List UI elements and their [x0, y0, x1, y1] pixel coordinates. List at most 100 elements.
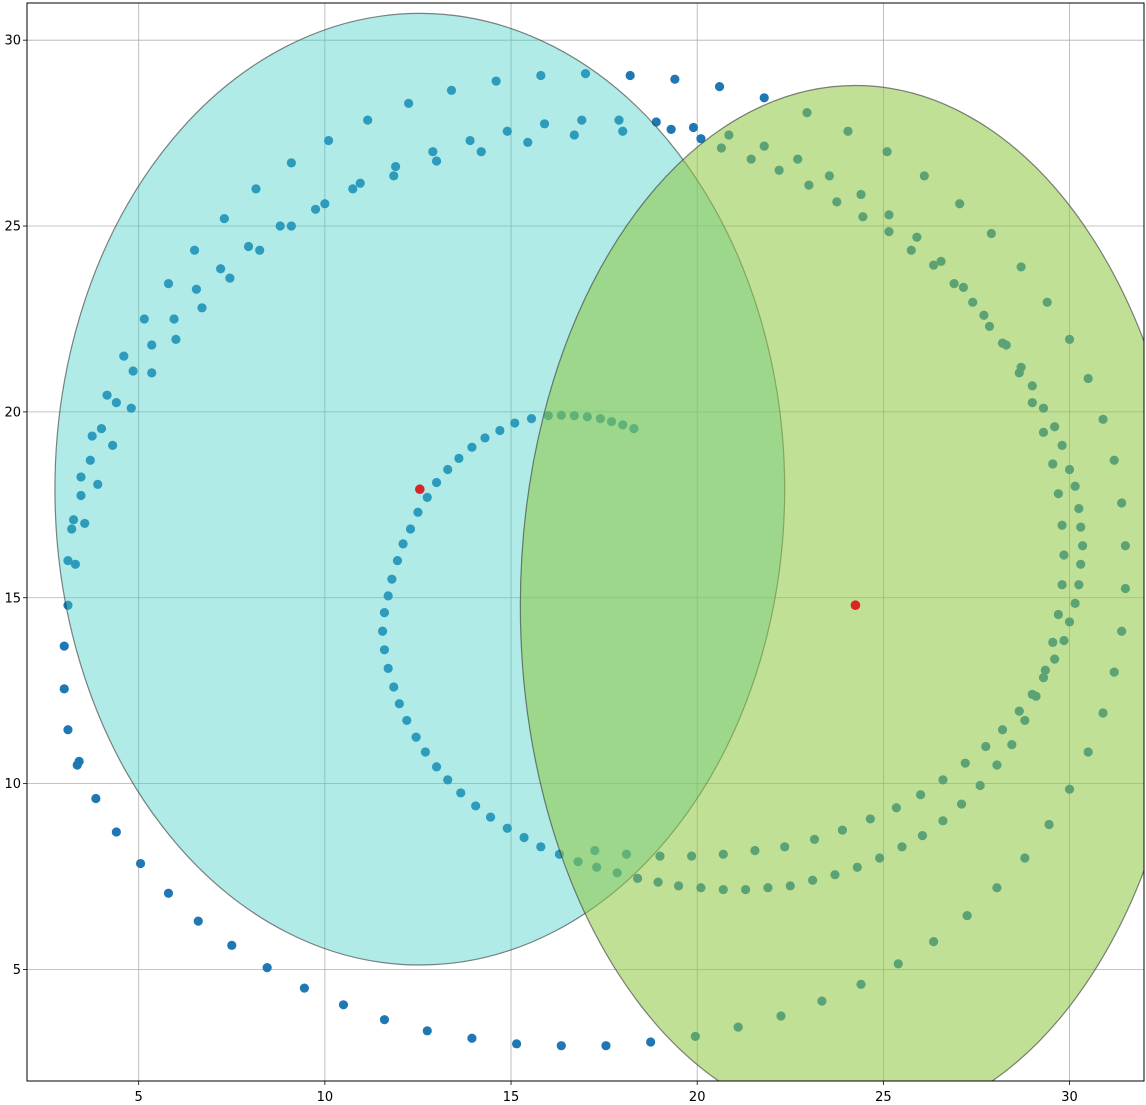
spiral-point — [688, 122, 699, 133]
spiral-point — [119, 351, 129, 361]
ellipses — [54, 12, 1144, 1081]
center-point — [415, 484, 425, 495]
spiral-point — [76, 472, 86, 482]
spiral-point — [251, 184, 261, 194]
spiral-point — [569, 130, 579, 140]
spiral-point — [392, 555, 403, 566]
spiral-point — [510, 418, 520, 428]
center-points — [415, 484, 861, 610]
spiral-point — [431, 762, 442, 772]
spiral-point — [491, 76, 501, 86]
spiral-point — [171, 334, 181, 345]
spiral-point — [96, 424, 107, 434]
spiral-point — [243, 241, 254, 252]
spiral-point — [76, 490, 86, 501]
spiral-point — [443, 464, 453, 475]
spiral-point — [68, 515, 79, 525]
spiral-point — [286, 221, 296, 231]
plot-frame — [26, 2, 1145, 1082]
spiral-point — [87, 431, 97, 441]
spiral-point — [556, 1041, 566, 1051]
spiral-point — [379, 1015, 390, 1025]
spiral-point — [523, 137, 533, 147]
spiral-point — [601, 1041, 611, 1051]
spiral-point — [389, 171, 399, 181]
spiral-point — [255, 245, 265, 255]
spiral-point — [536, 70, 546, 81]
spiral-point — [443, 775, 453, 785]
spiral-point — [139, 314, 149, 324]
spiral-point — [63, 725, 73, 735]
spiral-point — [454, 453, 464, 463]
spiral-point — [404, 98, 414, 108]
spiral-point — [577, 115, 587, 125]
spiral-point — [219, 214, 229, 224]
spiral-point — [402, 715, 412, 726]
y-tick-label: 30 — [4, 34, 21, 49]
spiral-point — [398, 539, 408, 549]
spiral-point — [189, 245, 200, 255]
spiral-point — [111, 398, 121, 408]
x-tick-label: 25 — [875, 1090, 892, 1105]
spiral-point — [216, 264, 226, 274]
spiral-point — [413, 507, 423, 517]
spiral-point — [111, 827, 121, 837]
spiral-point — [394, 699, 404, 709]
spiral-point — [135, 858, 146, 869]
spiral-point — [59, 641, 69, 651]
x-tick-label: 15 — [503, 1090, 520, 1105]
spiral-point — [502, 823, 512, 833]
ellipse-2 — [519, 85, 1144, 1081]
y-tick-label: 5 — [13, 963, 21, 978]
spiral-point — [91, 793, 101, 804]
spiral-point — [539, 119, 550, 129]
spiral-point — [476, 147, 486, 157]
spiral-point — [411, 732, 421, 742]
spiral-point — [126, 403, 136, 413]
spiral-point — [456, 788, 466, 798]
y-tick-label: 20 — [4, 405, 21, 420]
spiral-point — [495, 425, 505, 436]
spiral-point — [670, 74, 680, 84]
spiral-point — [193, 916, 203, 926]
spiral-point — [59, 684, 69, 694]
spiral-point — [614, 115, 624, 125]
spiral-point — [310, 204, 321, 214]
spiral-point — [446, 85, 457, 95]
spiral-point — [485, 812, 496, 822]
spiral-point — [299, 983, 309, 993]
center-point — [850, 600, 861, 610]
spiral-point — [286, 158, 296, 168]
spiral-point — [379, 608, 390, 618]
spiral-point — [512, 1039, 522, 1049]
spiral-point — [348, 184, 358, 194]
spiral-point — [759, 93, 769, 103]
spiral-point — [169, 314, 179, 324]
spiral-point — [102, 390, 112, 400]
spiral-point — [338, 1000, 349, 1010]
spiral-point — [696, 134, 706, 144]
spiral-point — [320, 199, 330, 209]
spiral-point — [147, 368, 157, 378]
spiral-point — [93, 479, 103, 489]
spiral-point — [536, 842, 546, 852]
spiral-point — [422, 1026, 432, 1036]
spiral-point — [197, 303, 207, 313]
x-tick-label: 10 — [317, 1090, 334, 1105]
spiral-point — [225, 273, 235, 283]
x-tick-label: 30 — [1061, 1090, 1078, 1105]
spiral-point — [323, 135, 334, 146]
spiral-point — [227, 940, 237, 950]
spiral-point — [389, 682, 399, 692]
spiral-point — [147, 340, 157, 350]
spiral-point — [85, 455, 95, 465]
spiral-point — [428, 147, 438, 157]
spiral-point — [431, 156, 442, 166]
spiral-point — [480, 433, 490, 443]
spiral-point — [502, 126, 512, 136]
spiral-point — [163, 279, 174, 289]
spiral-point — [63, 555, 73, 566]
spiral-point — [275, 221, 285, 231]
spiral-point — [465, 135, 475, 146]
spiral-point — [431, 477, 442, 488]
